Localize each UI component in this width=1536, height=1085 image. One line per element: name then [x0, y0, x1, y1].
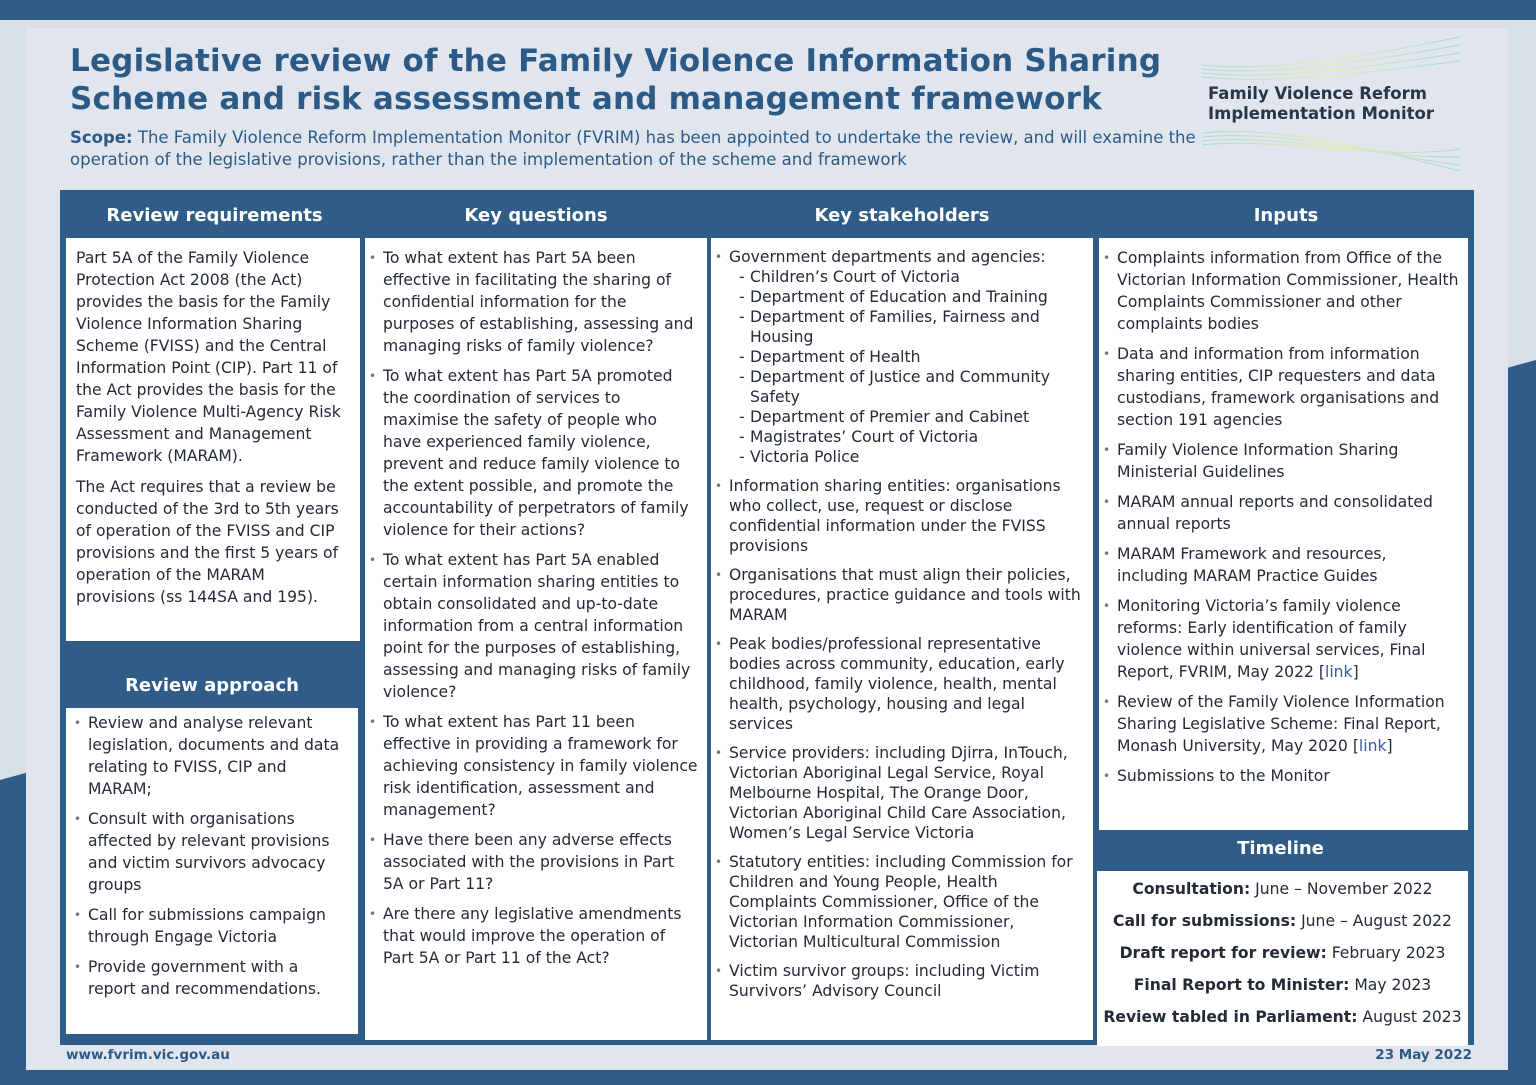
- list-item: Victim survivor groups: including Victim…: [715, 961, 1085, 1001]
- list-item: Department of Education and Training: [739, 287, 1085, 307]
- scope-body: The Family Violence Reform Implementatio…: [70, 128, 1196, 169]
- list-item: Review of the Family Violence Informatio…: [1103, 691, 1462, 757]
- list-item: Family Violence Information Sharing Mini…: [1103, 439, 1462, 483]
- timeline-row: Review tabled in Parliament: August 2023: [1097, 1006, 1468, 1028]
- review-approach-panel: Review and analyse relevant legislation,…: [66, 708, 358, 1034]
- timeline-row: Call for submissions: June – August 2022: [1097, 910, 1468, 932]
- list-item: Magistrates’ Court of Victoria: [739, 427, 1085, 447]
- list-item: Statutory entities: including Commission…: [715, 852, 1085, 952]
- list-item: Department of Health: [739, 347, 1085, 367]
- timeline-panel: Consultation: June – November 2022 Call …: [1097, 871, 1468, 1046]
- timeline-label: Review tabled in Parliament:: [1103, 1008, 1358, 1026]
- timeline-row: Consultation: June – November 2022: [1097, 878, 1468, 900]
- list-item: Children’s Court of Victoria: [739, 267, 1085, 287]
- list-item: Have there been any adverse effects asso…: [369, 829, 699, 895]
- timeline-value: June – August 2022: [1301, 912, 1452, 930]
- scope-text: Scope: The Family Violence Reform Implem…: [70, 127, 1200, 171]
- review-requirements-para-2: The Act requires that a review be conduc…: [76, 478, 339, 606]
- fvrim-logo: [1201, 36, 1461, 172]
- list-item: Information sharing entities: organisati…: [715, 476, 1085, 556]
- monash-review-text: Review of the Family Violence Informatio…: [1117, 693, 1445, 755]
- logo-text: Family Violence Reform Implementation Mo…: [1208, 84, 1468, 124]
- list-item: Victoria Police: [739, 447, 1085, 467]
- list-item: Submissions to the Monitor: [1103, 765, 1462, 787]
- list-item: MARAM annual reports and consolidated an…: [1103, 491, 1462, 535]
- timeline-label: Draft report for review:: [1119, 944, 1327, 962]
- list-item: Service providers: including Djirra, InT…: [715, 743, 1085, 843]
- inputs-panel: Complaints information from Office of th…: [1099, 238, 1468, 830]
- timeline-value: August 2023: [1362, 1008, 1462, 1026]
- list-item: Provide government with a report and rec…: [74, 956, 347, 1000]
- review-requirements-panel: Part 5A of the Family Violence Protectio…: [66, 238, 360, 641]
- timeline-value: June – November 2022: [1255, 880, 1433, 898]
- monitoring-report-text: Monitoring Victoria’s family violence re…: [1117, 597, 1426, 681]
- timeline-value: May 2023: [1354, 976, 1432, 994]
- list-item: To what extent has Part 5A promoted the …: [369, 365, 699, 541]
- list-item: Organisations that must align their poli…: [715, 565, 1085, 625]
- key-questions-panel: To what extent has Part 5A been effectiv…: [365, 238, 707, 1040]
- logo-line-2: Implementation Monitor: [1208, 104, 1435, 123]
- monitoring-report-link[interactable]: link: [1324, 663, 1353, 681]
- list-item: Department of Premier and Cabinet: [739, 407, 1085, 427]
- timeline-row: Draft report for review: February 2023: [1097, 942, 1468, 964]
- scope-label: Scope:: [70, 128, 133, 147]
- key-stakeholders-heading: Key stakeholders: [814, 205, 990, 226]
- logo-line-1: Family Violence Reform: [1208, 84, 1427, 103]
- list-item: Government departments and agencies: Chi…: [715, 247, 1085, 467]
- list-item: Monitoring Victoria’s family violence re…: [1103, 595, 1462, 683]
- list-item: MARAM Framework and resources, including…: [1103, 543, 1462, 587]
- review-requirements-para-1: Part 5A of the Family Violence Protectio…: [76, 249, 341, 465]
- list-item: Peak bodies/professional representative …: [715, 634, 1085, 734]
- list-item: Review and analyse relevant legislation,…: [74, 712, 347, 800]
- list-item: Department of Justice and Community Safe…: [739, 367, 1085, 407]
- key-questions-heading: Key questions: [464, 205, 608, 226]
- review-approach-heading: Review approach: [125, 675, 299, 696]
- inputs-heading: Inputs: [1253, 205, 1319, 226]
- timeline-value: February 2023: [1331, 944, 1446, 962]
- list-item: To what extent has Part 5A been effectiv…: [369, 247, 699, 357]
- list-item: Department of Families, Fairness and Hou…: [739, 307, 1085, 347]
- monash-review-link[interactable]: link: [1358, 737, 1387, 755]
- list-item: To what extent has Part 11 been effectiv…: [369, 711, 699, 821]
- list-item: Data and information from information sh…: [1103, 343, 1462, 431]
- review-requirements-heading: Review requirements: [106, 205, 323, 226]
- list-item: Consult with organisations affected by r…: [74, 808, 347, 896]
- timeline-heading: Timeline: [1237, 838, 1324, 859]
- gov-departments-intro: Government departments and agencies:: [729, 248, 1046, 266]
- list-item: Complaints information from Office of th…: [1103, 247, 1462, 335]
- list-item: To what extent has Part 5A enabled certa…: [369, 549, 699, 703]
- timeline-row: Final Report to Minister: May 2023: [1097, 974, 1468, 996]
- list-item: Are there any legislative amendments tha…: [369, 903, 699, 969]
- page-title: Legislative review of the Family Violenc…: [70, 43, 1162, 117]
- timeline-label: Final Report to Minister:: [1133, 976, 1350, 994]
- gov-departments-list: Children’s Court of Victoria Department …: [729, 267, 1085, 467]
- footer-url-link[interactable]: www.fvrim.vic.gov.au: [66, 1047, 230, 1063]
- timeline-label: Call for submissions:: [1113, 912, 1297, 930]
- key-stakeholders-panel: Government departments and agencies: Chi…: [711, 238, 1093, 1040]
- list-item: Call for submissions campaign through En…: [74, 904, 347, 948]
- timeline-label: Consultation:: [1132, 880, 1251, 898]
- footer-date: 23 May 2022: [1375, 1047, 1472, 1063]
